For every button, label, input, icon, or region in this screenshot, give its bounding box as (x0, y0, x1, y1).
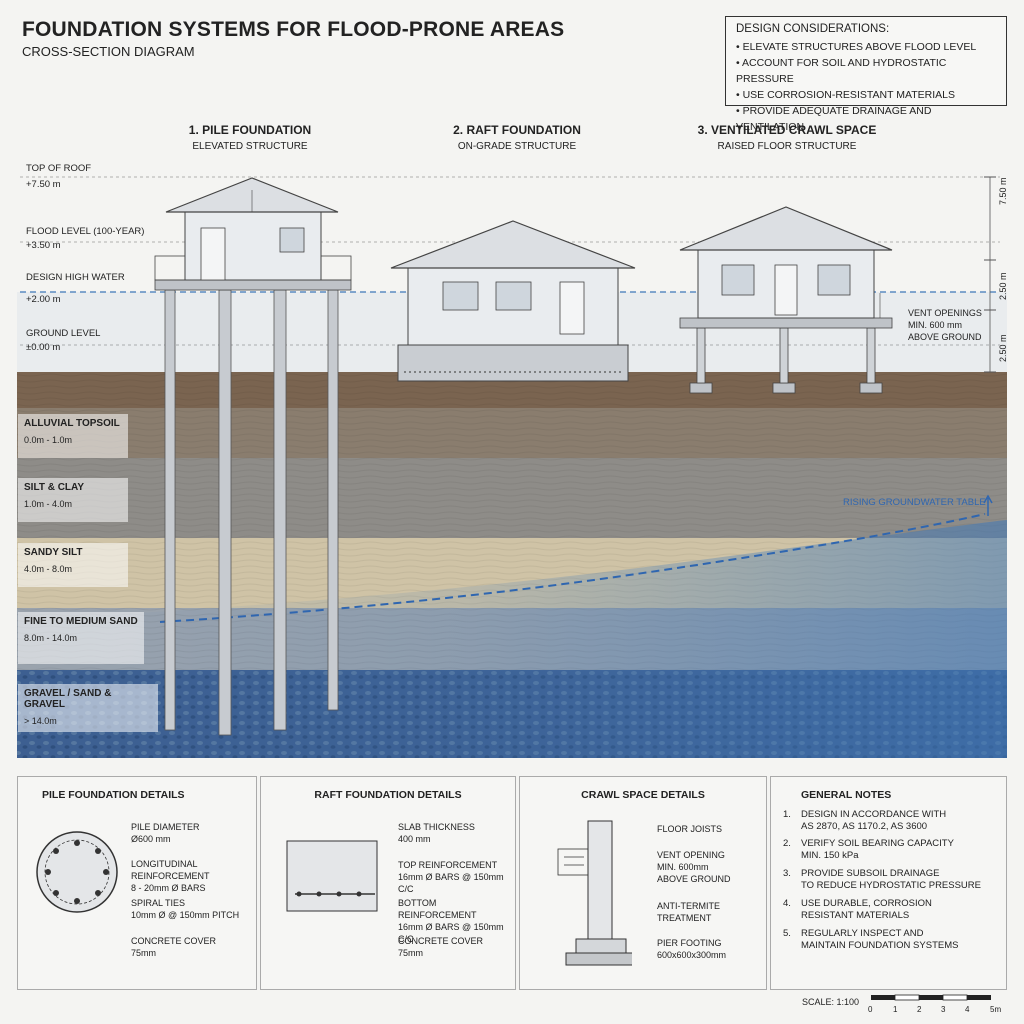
soil-label-fine-sand: FINE TO MEDIUM SAND 8.0m - 14.0m (18, 612, 144, 664)
column-title-pile: 1. PILE FOUNDATION (188, 123, 312, 137)
scale-bar (871, 994, 991, 1001)
page-title: FOUNDATION SYSTEMS FOR FLOOD-PRONE AREAS (22, 18, 565, 41)
consideration-item: • ACCOUNT FOR SOIL AND HYDROSTATIC PRESS… (736, 57, 947, 85)
level-name-ground: GROUND LEVEL (26, 328, 101, 339)
pile-section-drawing (36, 831, 118, 913)
column-subtitle-crawl: RAISED FLOOR STRUCTURE (717, 141, 857, 152)
soil-depth: 4.0m - 8.0m (24, 564, 73, 574)
groundwater-table-line (159, 513, 986, 623)
crawl-section-drawing (557, 820, 632, 966)
consideration-item: • PROVIDE ADEQUATE DRAINAGE AND VENTILAT… (736, 105, 932, 133)
general-notes-panel: GENERAL NOTES 1.DESIGN IN ACCORDANCE WIT… (770, 776, 1007, 990)
panel-title: RAFT FOUNDATION DETAILS (314, 789, 462, 801)
scale-tick: 5m (990, 1005, 1002, 1014)
level-value-high-water: +2.00 m (26, 294, 61, 305)
scale-tick: 0 (868, 1005, 873, 1014)
soil-depth: 0.0m - 1.0m (24, 435, 73, 445)
level-name-roof: TOP OF ROOF (26, 163, 92, 174)
level-value-roof: +7.50 m (26, 179, 61, 190)
soil-depth: 1.0m - 4.0m (24, 499, 73, 509)
scale-label: SCALE: 1:100 (802, 997, 860, 1007)
panel-title: PILE FOUNDATION DETAILS (42, 789, 185, 801)
column-subtitle-raft: ON-GRADE STRUCTURE (457, 141, 577, 152)
soil-label-silt-clay: SILT & CLAY 1.0m - 4.0m (18, 478, 128, 522)
soil-label-gravel: GRAVEL / SAND & GRAVEL > 14.0m (18, 684, 158, 732)
soil-depth: > 14.0m (24, 716, 57, 726)
crawl-details-panel: CRAWL SPACE DETAILS FLOOR JOISTS VENT OP… (519, 776, 767, 990)
crawl-label-joists: FLOOR JOISTS (657, 824, 723, 834)
soil-name: SANDY SILT (24, 547, 83, 558)
soil-name: FINE TO MEDIUM SAND (24, 616, 138, 627)
dim-label: 7.50 m (998, 177, 1008, 205)
vent-callout-line: ABOVE GROUND (908, 332, 982, 342)
soil-label-topsoil: ALLUVIAL TOPSOIL 0.0m - 1.0m (18, 414, 128, 458)
scale-tick: 2 (917, 1005, 922, 1014)
vent-callout-line: VENT OPENINGS (908, 308, 982, 318)
pile-house (154, 177, 352, 736)
crawl-space-house (679, 206, 893, 394)
level-name-high-water: DESIGN HIGH WATER (26, 272, 125, 283)
vent-callout-line: MIN. 600 mm (908, 320, 963, 330)
vent-openings-callout: VENT OPENINGS MIN. 600 mm ABOVE GROUND (908, 307, 982, 343)
scale-tick: 3 (941, 1005, 946, 1014)
design-considerations-box: DESIGN CONSIDERATIONS: • ELEVATE STRUCTU… (725, 16, 1007, 133)
soil-label-sandy-silt: SANDY SILT 4.0m - 8.0m (18, 543, 128, 587)
level-name-flood: FLOOD LEVEL (100-YEAR) (26, 226, 145, 237)
soil-name: SILT & CLAY (24, 482, 85, 493)
consideration-item: • ELEVATE STRUCTURES ABOVE FLOOD LEVEL (736, 41, 977, 53)
level-value-ground: ±0.00 m (26, 342, 61, 353)
column-subtitle-pile: ELEVATED STRUCTURE (192, 141, 308, 152)
column-title-crawl: 3. VENTILATED CRAWL SPACE (697, 123, 877, 137)
groundwater-body (17, 520, 1007, 758)
cross-section-diagram (17, 176, 1007, 758)
dim-label: 2.50 m (998, 272, 1008, 300)
panel-title: CRAWL SPACE DETAILS (581, 789, 705, 801)
dim-label: 2.50 m (998, 334, 1008, 362)
column-title-raft: 2. RAFT FOUNDATION (453, 123, 581, 137)
consideration-item: • USE CORROSION-RESISTANT MATERIALS (736, 89, 955, 101)
level-value-flood: +3.50 m (26, 240, 61, 251)
raft-house (390, 220, 636, 382)
raft-section-drawing (286, 840, 378, 912)
soil-name: ALLUVIAL TOPSOIL (24, 418, 120, 429)
scale-tick: 4 (965, 1005, 970, 1014)
soil-depth: 8.0m - 14.0m (24, 633, 78, 643)
scale-tick: 1 (893, 1005, 898, 1014)
considerations-heading: DESIGN CONSIDERATIONS: (736, 23, 890, 35)
panel-title: GENERAL NOTES (801, 789, 892, 801)
groundwater-label: RISING GROUNDWATER TABLE (843, 497, 986, 508)
page-subtitle: CROSS-SECTION DIAGRAM (22, 44, 195, 59)
soil-name: GRAVEL / SAND & GRAVEL (24, 688, 112, 710)
